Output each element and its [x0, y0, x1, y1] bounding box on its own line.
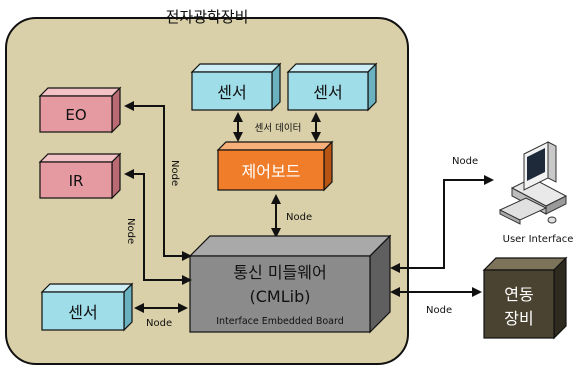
eo-label: EO	[65, 106, 86, 124]
control-board-box: 제어보드	[216, 140, 334, 192]
middleware-label-line2: (CMLib)	[250, 287, 311, 306]
sensor-top-right-box: 센서	[286, 62, 378, 112]
ui-node-label: Node	[452, 156, 478, 167]
user-interface-label: User Interface	[503, 234, 574, 245]
linked-equipment-box: 연동 장비	[482, 256, 568, 340]
computer-icon	[498, 141, 568, 225]
ir-node-label: Node	[125, 218, 136, 244]
sensor-top-right-label: 센서	[313, 83, 342, 102]
linked-equipment-label-line2: 장비	[504, 309, 533, 328]
eo-box: EO	[38, 86, 122, 134]
ui-node-connector	[390, 175, 494, 273]
control-node-label: Node	[286, 212, 312, 223]
sensor-node-label: Node	[146, 318, 172, 329]
ir-label: IR	[69, 172, 84, 190]
control-board-label: 제어보드	[242, 162, 301, 181]
sensor-top-left-label: 센서	[217, 83, 246, 102]
sensor-top-left-box: 센서	[190, 62, 282, 112]
linked-node-label: Node	[426, 305, 452, 316]
middleware-label-line3: Interface Embedded Board	[216, 316, 344, 327]
eo-node-label: Node	[169, 160, 180, 186]
linked-equipment-label-line1: 연동	[504, 285, 533, 304]
ir-node-connector	[124, 169, 192, 285]
sensor-bottom-box: 센서	[40, 282, 134, 332]
middleware-label-line1: 통신 미들웨어	[233, 263, 326, 282]
container-title: 전자광학장비	[166, 8, 249, 26]
middleware-box: 통신 미들웨어 (CMLib) Interface Embedded Board	[188, 234, 392, 334]
ir-box: IR	[38, 152, 122, 200]
sensor-bottom-label: 센서	[68, 303, 97, 322]
sensor-data-label: 센서 데이터	[255, 123, 302, 134]
